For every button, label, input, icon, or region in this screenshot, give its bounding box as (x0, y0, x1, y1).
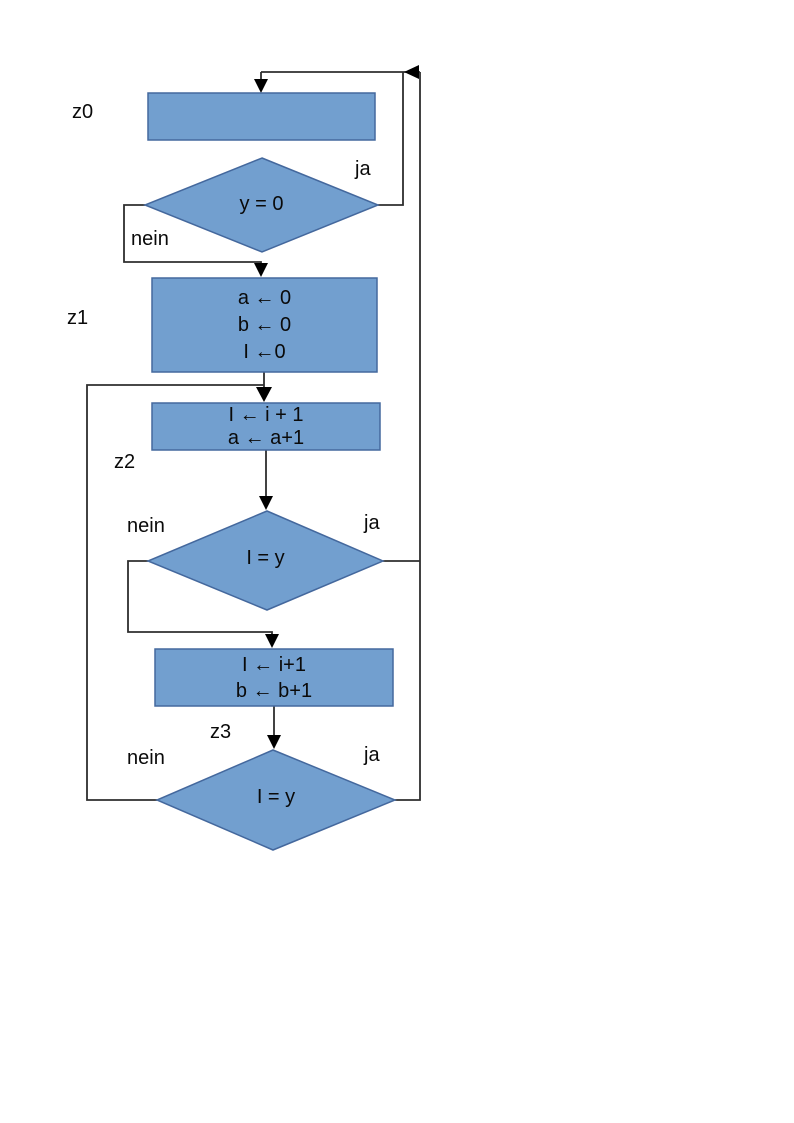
connector-right-return (395, 72, 421, 801)
decision-y0-label: y = 0 (239, 193, 284, 215)
edge-label-d1-nein: nein (131, 228, 169, 250)
arrowhead-into-d3-icon (267, 735, 281, 749)
process-box-z1-init (151, 277, 378, 373)
init-box-line-3: I ←0 (243, 341, 286, 363)
edge-label-d2-ja: ja (364, 512, 380, 534)
state-label-z1: z1 (67, 307, 89, 329)
connector-d2-nein (127, 560, 273, 636)
increment-b-line-1: I ← i+1 (242, 654, 306, 676)
increment-b-box-text: I ← i+1 b ← b+1 (155, 652, 393, 704)
edge-label-d3-ja: ja (364, 744, 380, 766)
decision-iy-2-label: I = y (256, 786, 296, 808)
arrowhead-into-z3box-icon (265, 634, 279, 648)
process-box-z2-increment-a (151, 402, 381, 451)
state-label-z3: z3 (210, 721, 232, 743)
arrowhead-into-z2-icon (256, 387, 272, 402)
init-box-line-1: a ← 0 (237, 287, 292, 309)
increment-a-box-text: I ← i + 1 a ← a+1 (152, 404, 380, 450)
increment-a-line-1: I ← i + 1 (228, 404, 304, 426)
increment-a-line-2: a ← a+1 (227, 427, 305, 449)
arrowhead-into-z1-icon (254, 263, 268, 277)
edge-label-d2-nein: nein (127, 515, 165, 537)
process-box-z3-increment-b (154, 648, 394, 707)
connector-d3-nein-loop (86, 384, 264, 801)
arrowhead-return-left-icon (404, 65, 419, 79)
state-label-z0: z0 (72, 101, 94, 123)
edge-label-d3-nein: nein (127, 747, 165, 769)
connector-d1-ja (378, 72, 404, 206)
decision-iy-1-label: I = y (246, 547, 285, 569)
increment-b-line-2: b ← b+1 (235, 680, 313, 702)
arrowhead-into-z0-icon (254, 79, 268, 93)
arrowhead-into-d2-icon (259, 496, 273, 510)
decision-diamond-iy-1 (146, 510, 385, 611)
decision-diamond-y0 (142, 157, 380, 253)
init-box-line-2: b ← 0 (237, 314, 292, 336)
init-box-text: a ← 0 b ← 0 I ←0 (152, 285, 377, 366)
state-label-z2: z2 (114, 451, 136, 473)
edge-label-d1-ja: ja (355, 158, 371, 180)
decision-diamond-iy-2 (155, 749, 397, 851)
process-box-z0 (147, 92, 376, 141)
